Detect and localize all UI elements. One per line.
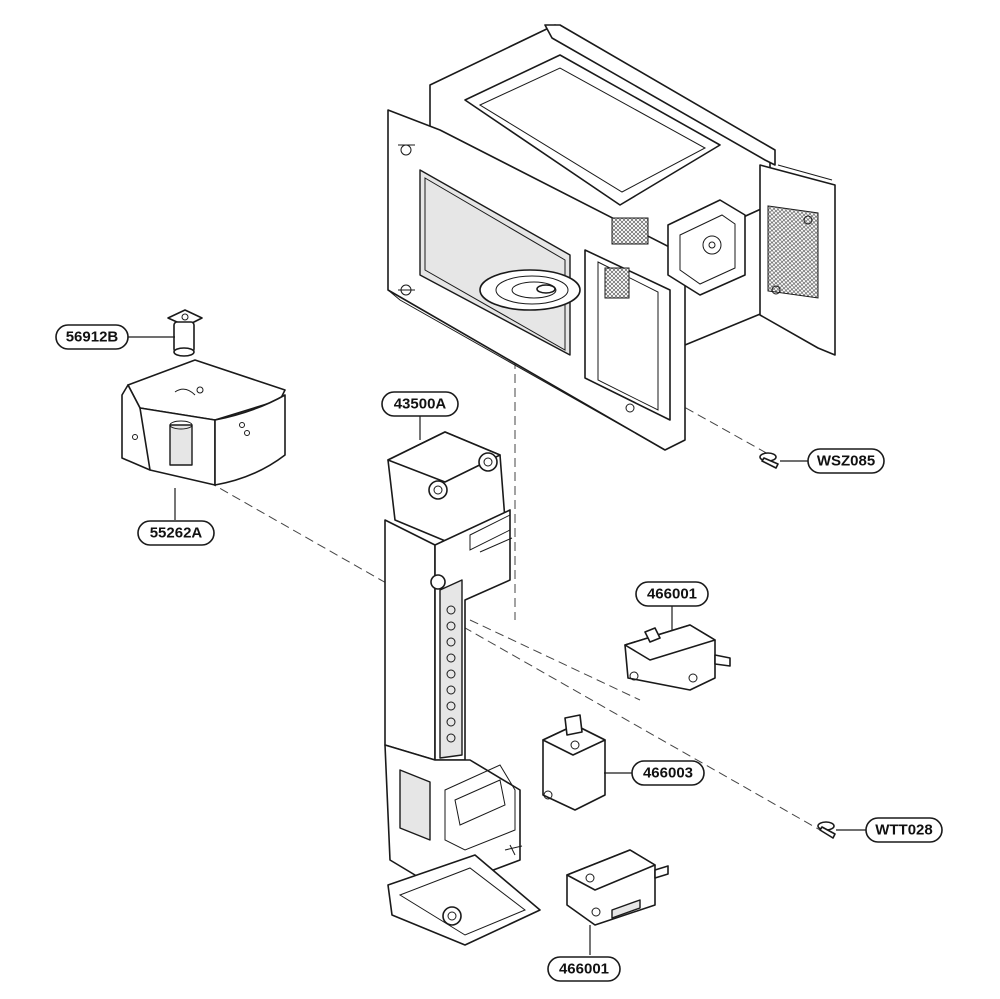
callout-56912b: 56912B: [55, 324, 129, 350]
callout-wsz085-text: WSZ085: [817, 453, 875, 470]
callout-43500a: 43500A: [381, 391, 459, 417]
callout-wsz085: WSZ085: [807, 448, 885, 474]
callout-466001-top-text: 466001: [647, 586, 697, 603]
callout-466003: 466003: [631, 760, 705, 786]
screw-wsz085: [759, 452, 779, 469]
callout-55262a: 55262A: [137, 520, 215, 546]
micro-switch-middle: [542, 714, 606, 811]
microwave-cavity-assembly: [387, 24, 836, 451]
callout-466003-text: 466003: [643, 765, 693, 782]
latch-assembly: [384, 431, 541, 946]
latch-rack: [446, 605, 456, 743]
callout-466001-bottom: 466001: [547, 956, 621, 982]
callout-55262a-text: 55262A: [150, 525, 203, 542]
callout-wtt028: WTT028: [865, 817, 943, 843]
leader-lines: [128, 336, 866, 955]
callout-wtt028-text: WTT028: [875, 822, 933, 839]
callout-466001-top: 466001: [635, 581, 709, 607]
callout-56912b-text: 56912B: [66, 329, 119, 346]
micro-switch-lower: [566, 849, 669, 926]
shaft-part: [167, 309, 203, 357]
control-side-panel: [759, 164, 836, 356]
turntable: [479, 269, 581, 311]
micro-switch-upper: [624, 624, 731, 691]
turntable-motor: [667, 199, 746, 296]
callout-43500a-text: 43500A: [394, 396, 447, 413]
screw-wtt028: [817, 821, 836, 839]
callout-466001-bottom-text: 466001: [559, 961, 609, 978]
door-sensor-bracket: [121, 359, 286, 486]
